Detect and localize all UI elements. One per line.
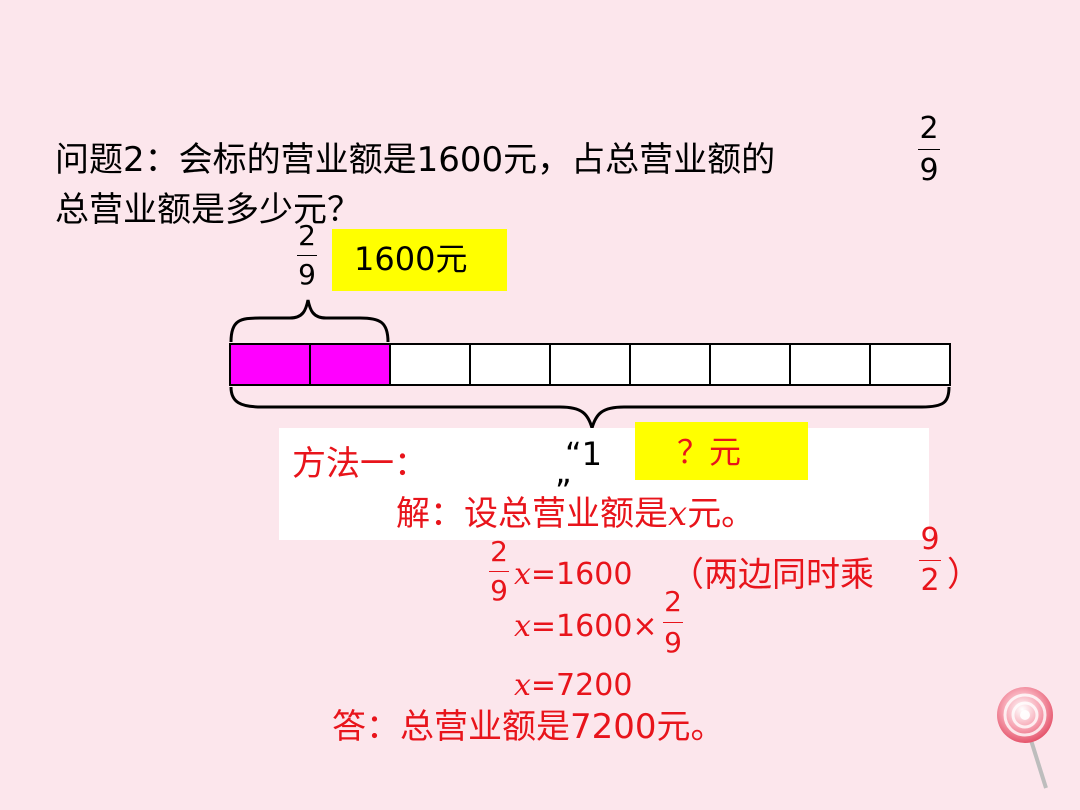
whole-label-open: “1 <box>565 435 602 473</box>
fraction-denominator: 9 <box>298 258 316 291</box>
lollipop-icon <box>997 687 1053 789</box>
bottom-brace <box>229 386 951 434</box>
unknown-label-box: ？元 <box>635 422 808 480</box>
fraction-bar <box>297 255 317 256</box>
let-prefix: 解：设总营业额是 <box>396 494 668 534</box>
eq2-fraction: 2 9 <box>663 588 683 657</box>
eq1-rest: =1600 <box>530 557 633 592</box>
question-line-1: 问题2：会标的营业额是1600元，占总营业额的 <box>55 140 776 180</box>
eq1-note-fraction: 9 2 <box>919 525 941 596</box>
fraction-denominator: 9 <box>919 153 939 188</box>
equation-1: x=1600 <box>514 560 632 590</box>
question-fraction: 2 9 <box>918 114 940 186</box>
part-label: 1600元 <box>354 240 468 278</box>
eq1-variable: x <box>514 557 531 592</box>
let-suffix: 元。 <box>687 494 756 534</box>
eq1-fraction: 2 9 <box>489 538 509 605</box>
eq1-note-open: （两边同时乘 <box>670 555 874 595</box>
segment-empty <box>789 343 871 386</box>
eq1-note-close: ） <box>947 555 981 595</box>
segment-filled <box>229 343 311 386</box>
question-line-2: 总营业额是多少元？ <box>55 190 361 230</box>
unknown-label: ？元 <box>677 433 742 471</box>
equation-3: x=7200 <box>514 671 632 701</box>
fraction-numerator: 2 <box>490 535 508 568</box>
fraction-denominator: 9 <box>490 574 508 607</box>
eq2-rest: =1600× <box>530 609 658 644</box>
let-statement: 解：设总营业额是x元。 <box>396 497 755 531</box>
fraction-numerator: 2 <box>298 219 316 252</box>
fraction-bar <box>663 622 683 623</box>
let-variable: x <box>668 494 688 534</box>
fraction-denominator: 9 <box>664 626 682 659</box>
part-label-box: 1600元 <box>332 229 507 291</box>
segment-empty <box>549 343 631 386</box>
segment-empty <box>869 343 951 386</box>
eq2-variable: x <box>514 609 531 644</box>
part-fraction: 2 9 <box>297 222 317 289</box>
fraction-bar <box>918 149 940 150</box>
fraction-bar <box>489 571 509 572</box>
whole-label-close: ” <box>555 472 572 510</box>
fraction-bar <box>919 560 941 561</box>
equation-2: x=1600× <box>514 612 658 642</box>
segment-empty <box>469 343 551 386</box>
segment-empty <box>629 343 711 386</box>
method-panel <box>279 428 929 540</box>
eq3-variable: x <box>514 668 531 703</box>
fraction-numerator: 9 <box>920 522 940 557</box>
segment-empty <box>709 343 791 386</box>
segment-filled <box>309 343 391 386</box>
fraction-numerator: 2 <box>919 111 939 146</box>
fraction-numerator: 2 <box>664 585 682 618</box>
fraction-denominator: 2 <box>920 563 940 598</box>
eq3-rest: =7200 <box>530 668 633 703</box>
segment-empty <box>389 343 471 386</box>
top-brace <box>229 299 390 343</box>
method-label: 方法一： <box>292 444 428 484</box>
answer: 答：总营业额是7200元。 <box>332 707 725 747</box>
